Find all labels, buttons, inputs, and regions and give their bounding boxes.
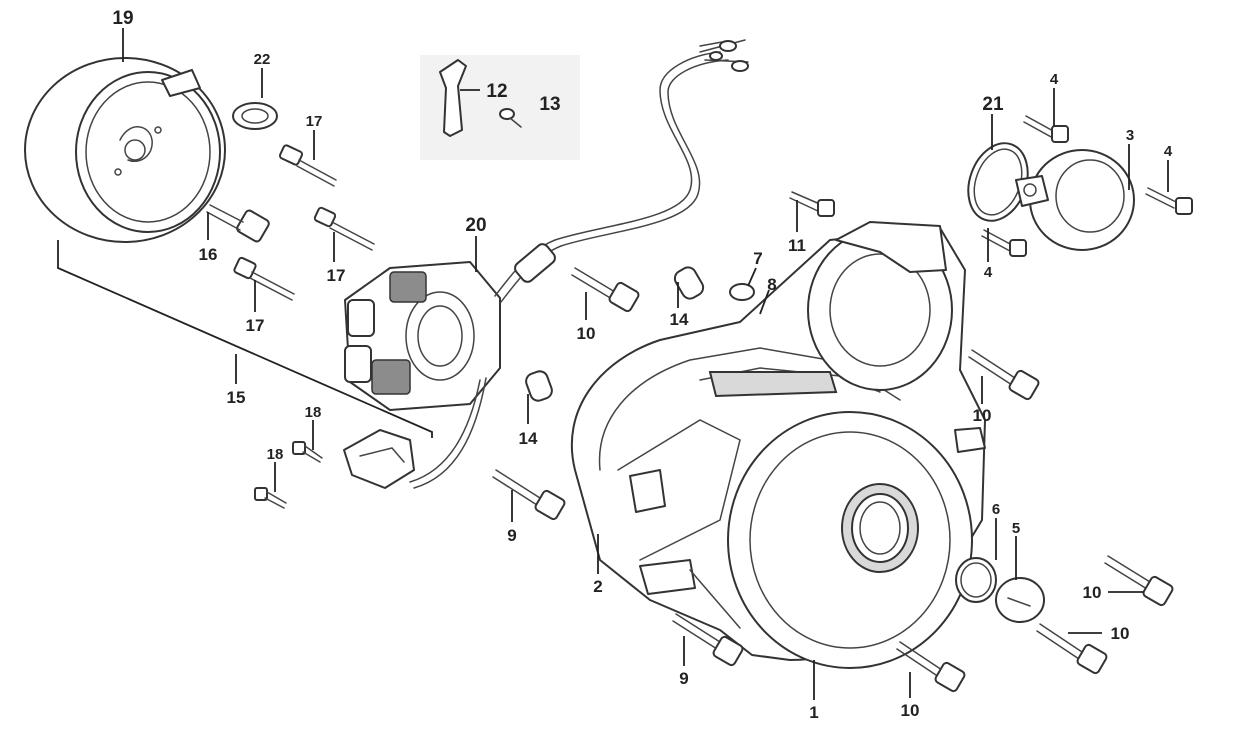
callout-labels: 19 22 17 16 17 17 15 18 18 20 12 13 10 1…	[112, 8, 1172, 722]
bolt-9-lower	[672, 613, 744, 667]
callout-17-upper: 17	[306, 113, 323, 130]
dowel-pin-14-lower	[525, 370, 553, 402]
callout-4-bottom: 4	[984, 264, 993, 281]
callout-14-lower: 14	[519, 429, 538, 448]
clip-screw-part	[499, 108, 522, 128]
callout-17-lower: 17	[246, 316, 265, 335]
callout-9-upper: 9	[507, 526, 516, 545]
bolt-4-top	[1023, 115, 1069, 143]
cable-clip-part	[439, 59, 467, 137]
bolt-10-far-right	[1104, 555, 1174, 607]
callout-16: 16	[199, 245, 218, 264]
callout-3: 3	[1126, 127, 1134, 144]
callout-11: 11	[788, 236, 806, 255]
crankcase-cover-part	[570, 221, 986, 669]
bolt-18-upper	[292, 441, 323, 463]
callout-21: 21	[982, 94, 1004, 115]
bolt-10-bottom-center	[896, 641, 966, 693]
callout-18-upper: 18	[305, 404, 322, 421]
callout-9-lower: 9	[679, 669, 688, 688]
bolt-4-right	[1145, 187, 1193, 215]
callout-10-upper-left: 10	[577, 324, 596, 343]
callout-4-right: 4	[1164, 143, 1173, 160]
assembly-bracket-15	[57, 240, 433, 438]
stator-and-harness-part	[343, 39, 749, 489]
callout-1: 1	[809, 703, 818, 722]
bolt-18-lower	[254, 487, 287, 509]
callout-6: 6	[992, 501, 1000, 518]
bolt-17-middle	[313, 206, 375, 251]
bolt-9-upper	[492, 469, 566, 521]
cover-3-part	[1015, 149, 1135, 251]
callout-17-middle: 17	[327, 266, 346, 285]
callout-12: 12	[486, 81, 507, 102]
bolt-17-lower	[233, 256, 295, 301]
callout-22: 22	[254, 51, 271, 68]
callout-15: 15	[227, 388, 246, 407]
bolt-10-bottom-right	[1036, 623, 1108, 675]
leader-lines	[122, 28, 1169, 700]
flywheel-part	[24, 57, 226, 243]
bolt-17-upper	[278, 144, 337, 187]
callout-2: 2	[593, 577, 602, 596]
washer-part	[232, 102, 278, 130]
callout-7: 7	[753, 249, 762, 268]
callout-19: 19	[112, 8, 133, 29]
callout-5: 5	[1012, 520, 1020, 537]
plug-5-part	[995, 577, 1045, 623]
dowel-pin-14-upper	[673, 266, 705, 300]
o-ring-6-part	[955, 557, 997, 603]
callout-4-top: 4	[1050, 71, 1059, 88]
callout-18-lower: 18	[267, 446, 284, 463]
plug-7-part	[729, 283, 755, 301]
callout-10-bottom-center: 10	[901, 701, 920, 720]
callout-13: 13	[539, 94, 560, 115]
bolt-11	[789, 191, 835, 217]
bolt-16	[206, 204, 270, 243]
bolt-10-upper-left	[571, 267, 640, 313]
callout-10-far-right: 10	[1083, 583, 1102, 602]
bolt-10-right-upper	[968, 349, 1040, 401]
callout-10-right-upper: 10	[973, 406, 992, 425]
callout-14-upper: 14	[670, 310, 689, 329]
callout-8: 8	[767, 275, 776, 294]
callout-10-bottom-right: 10	[1111, 624, 1130, 643]
callout-20: 20	[465, 215, 486, 236]
